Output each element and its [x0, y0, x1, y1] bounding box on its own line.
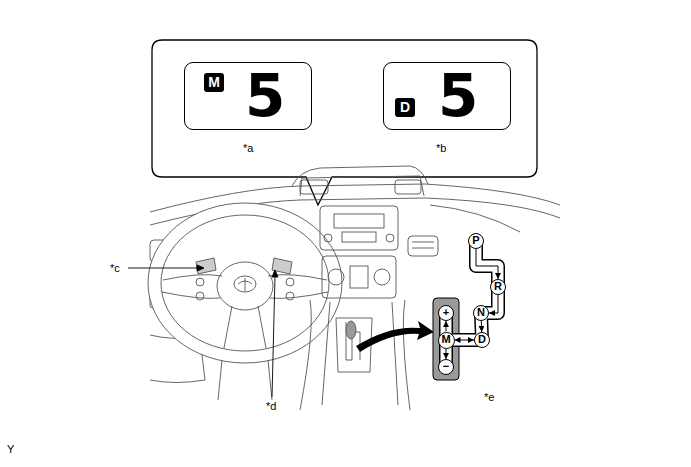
- gear-number: 5: [245, 66, 285, 126]
- shift-position: −: [438, 359, 454, 375]
- position-letter: D: [475, 333, 489, 346]
- callout-label: *b: [436, 142, 446, 155]
- callout-label: *c: [110, 262, 120, 275]
- mode-indicator: M: [204, 73, 224, 92]
- shift-position: N: [473, 305, 489, 321]
- position-letter: D: [395, 99, 415, 116]
- gate-path-arrow: [476, 249, 498, 279]
- callout-label: *a: [243, 142, 253, 155]
- figure-code: Y: [7, 443, 14, 456]
- gate-slot: [446, 241, 498, 367]
- position-letter: M: [439, 333, 454, 346]
- gate-path-arrow: [455, 340, 475, 341]
- gear-display: 5D: [383, 62, 511, 130]
- position-letter: M: [204, 74, 224, 91]
- callout-frame: [152, 40, 537, 205]
- callout-label: *e: [484, 391, 494, 404]
- gear-display: 5M: [184, 62, 312, 130]
- dashboard-drawing: [148, 166, 560, 410]
- position-letter: R: [491, 280, 505, 293]
- gate-path-arrow: [446, 321, 447, 332]
- gate-path-arrow: [446, 349, 447, 360]
- position-letter: −: [439, 360, 453, 373]
- shift-position: P: [468, 233, 484, 249]
- gate-slot: [446, 241, 498, 367]
- position-letter: N: [474, 306, 488, 319]
- leader-line: [128, 265, 278, 397]
- gear-number: 5: [438, 66, 478, 126]
- pointer-arrow: [356, 321, 434, 352]
- position-letter: +: [439, 306, 453, 319]
- gate-path-arrow: [489, 295, 498, 313]
- shift-position: M: [438, 332, 455, 349]
- mode-indicator: D: [395, 98, 415, 117]
- shift-position: +: [438, 305, 454, 321]
- gate-path-arrow: [481, 321, 482, 332]
- callout-label: *d: [266, 400, 276, 413]
- shift-position: D: [474, 332, 490, 348]
- shift-position: R: [490, 279, 506, 295]
- position-letter: P: [469, 234, 483, 247]
